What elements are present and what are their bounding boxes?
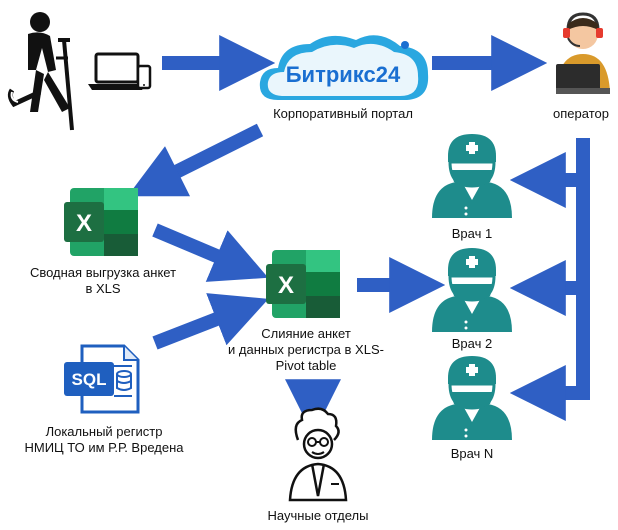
scientist-icon (288, 407, 348, 502)
sql-label-line1: Локальный регистр (45, 424, 163, 439)
arrow-sql-to-merge (152, 293, 269, 350)
doctor-n-icon (432, 356, 512, 440)
excel-summary-icon (64, 188, 138, 256)
bitrix-cloud-icon (259, 35, 429, 101)
doctor-2-label: Врач 2 (451, 336, 493, 351)
sql-label-block: Локальный регистр НМИЦ ТО им Р.Р. Вреден… (14, 424, 194, 456)
sql-label-line2: НМИЦ ТО им Р.Р. Вредена (24, 440, 184, 455)
arrows (127, 35, 590, 436)
merge-label-line3: Pivot table (275, 358, 337, 373)
summary-label-line2: в XLS (85, 281, 121, 296)
merge-label-line1: Слияние анкет (261, 326, 351, 341)
laptop-phone-icon (88, 52, 152, 90)
bitrix-brand-text: Битрикс24 (286, 62, 401, 87)
sql-database-icon (64, 344, 140, 414)
merge-label-block: Слияние анкет и данных регистра в XLS- P… (216, 326, 396, 374)
summary-label-line1: Сводная выгрузка анкет (29, 265, 177, 280)
operator-headset-icon (556, 12, 610, 94)
merge-label-line2: и данных регистра в XLS- (228, 342, 384, 357)
doctor-1-label: Врач 1 (451, 226, 493, 241)
operator-label: оператор (553, 106, 609, 121)
doctor-1-icon (432, 134, 512, 218)
excel-summary-letter: X (76, 210, 92, 237)
arrow-portal-to-summary (127, 123, 264, 197)
excel-merge-letter: X (278, 272, 294, 299)
doctor-2-icon (432, 248, 512, 332)
summary-label-block: Сводная выгрузка анкет в XLS (10, 265, 196, 297)
portal-label: Корпоративный портал (273, 106, 413, 121)
arrow-summary-to-merge (152, 223, 269, 282)
scientist-label: Научные отделы (267, 508, 369, 523)
excel-merge-icon (266, 250, 340, 318)
sql-icon-text: SQL (72, 370, 107, 389)
operator-bus-line (576, 138, 590, 400)
doctor-n-label: Врач N (450, 446, 494, 461)
patient-crutches-icon (7, 12, 74, 131)
